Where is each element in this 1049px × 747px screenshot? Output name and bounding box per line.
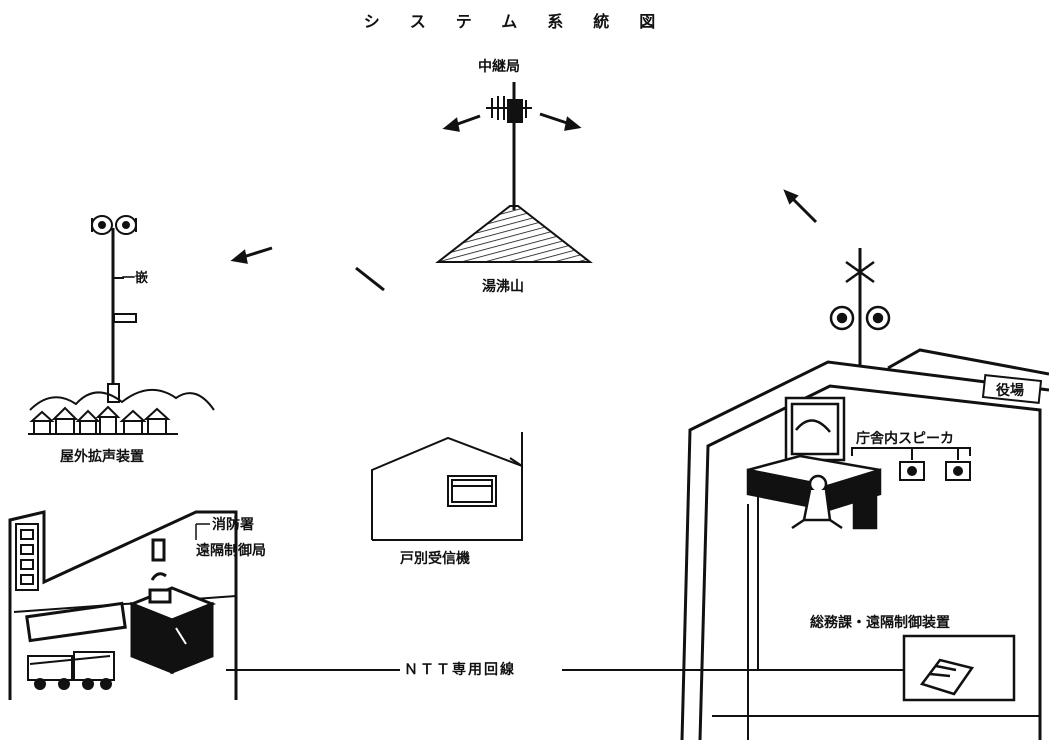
fire-station-label: 消防署	[212, 517, 254, 533]
control-device-label: 総務課・遠隔制御装置	[810, 615, 950, 631]
fire-station-building	[8, 510, 238, 700]
ntt-line-label: ＮＴＴ専用回線	[404, 662, 516, 678]
outdoor-speaker-label: 屋外拡声装置	[60, 449, 144, 465]
control-device-box	[902, 634, 1016, 702]
office-speakers-label: 庁舎内スピーカ	[856, 431, 954, 447]
town-office-antenna	[829, 248, 891, 366]
diagram-title: システム系統図	[363, 12, 686, 31]
office-speaker-boxes	[851, 447, 971, 481]
town-office-building	[680, 348, 1049, 741]
fire-trucks	[27, 651, 115, 690]
outdoor-pole-label: 一嵌	[122, 271, 149, 286]
relay-station-label: 中継局	[478, 59, 520, 75]
remote-control-desk	[127, 538, 217, 675]
remote-station-label: 遠隔制御局	[196, 543, 266, 559]
fire-station-leaders	[195, 523, 210, 540]
relay-station-tower	[435, 82, 593, 263]
fire-station-signboard	[15, 523, 39, 591]
office-sign	[981, 374, 1043, 404]
town-office-label: 役場	[996, 383, 1024, 399]
outdoor-speaker-pole	[29, 215, 215, 411]
control-console	[746, 396, 882, 530]
household-house	[371, 432, 523, 541]
household-receiver-label: 戸別受信機	[400, 551, 470, 567]
relay-signal-arrows	[442, 112, 582, 132]
mountain-label: 湯沸山	[482, 279, 524, 295]
houses-row	[28, 405, 178, 435]
radio-link-strokes	[230, 189, 818, 292]
